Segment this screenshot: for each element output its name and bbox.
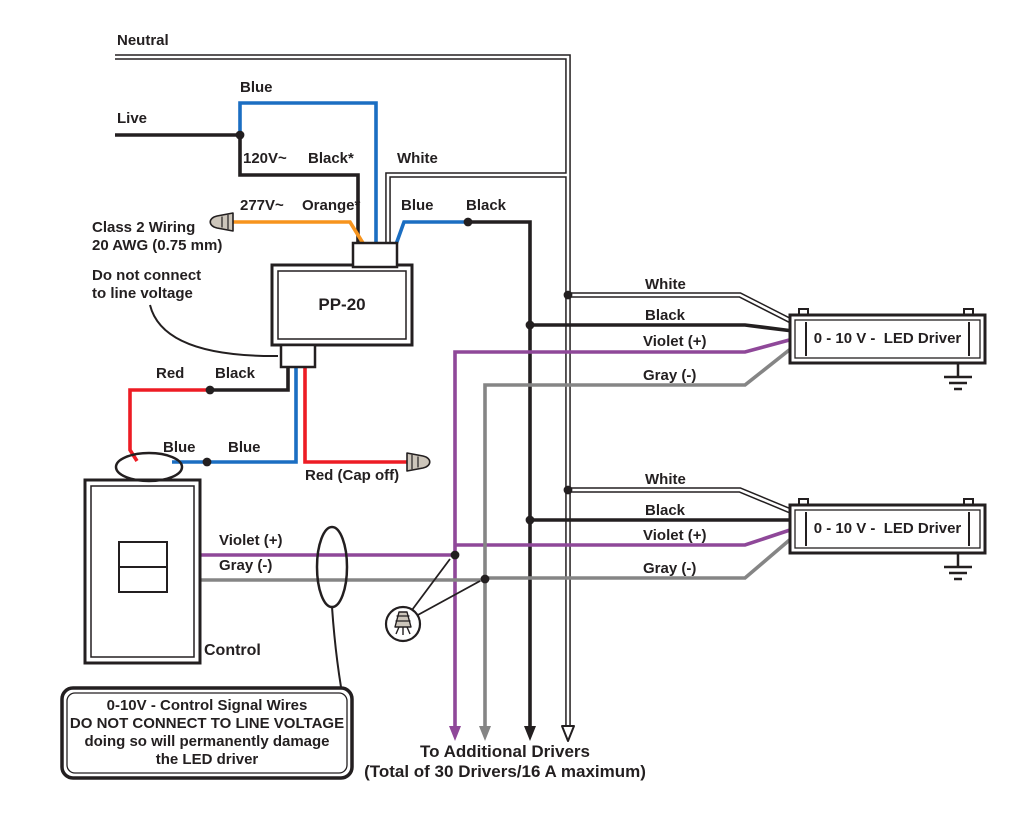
label-blue-left: Blue	[163, 439, 196, 456]
black-arrow	[524, 726, 536, 741]
down-arrowheads	[449, 725, 575, 742]
label-class2-3: Do not connect	[92, 267, 202, 284]
ground-symbol-2	[944, 553, 972, 581]
label-120v: 120V~	[243, 150, 287, 167]
warning-pointer-line	[331, 606, 342, 688]
warning-box	[60, 686, 354, 780]
label-orange-star: Orange*	[302, 197, 361, 214]
pp20-box	[270, 241, 414, 369]
label-d1-gray: Gray (-)	[643, 367, 697, 384]
orange-wire-cap-icon	[209, 212, 234, 232]
pp20-top-stub	[351, 241, 399, 269]
label-d2-white: White	[645, 471, 686, 488]
violet-wires	[200, 337, 794, 726]
label-d2-violet: Violet (+)	[643, 527, 707, 544]
warning-line-1: 0-10V - Control Signal Wires	[106, 697, 308, 714]
pp20-title: PP-20	[318, 295, 366, 314]
led-driver-2-box	[788, 498, 987, 555]
control-entry-ellipse	[114, 451, 184, 483]
pp20-bottom-stub	[279, 343, 317, 369]
label-neutral: Neutral	[117, 32, 169, 49]
label-blue-right: Blue	[228, 439, 261, 456]
control-box	[83, 478, 202, 665]
label-red-bottom: Red	[156, 365, 185, 382]
junction-dots	[202, 130, 573, 584]
warning-line-4: the LED driver	[155, 751, 259, 768]
label-class2-2: 20 AWG (0.75 mm)	[92, 237, 223, 254]
label-d1-violet: Violet (+)	[643, 333, 707, 350]
label-class2-4: to line voltage	[92, 285, 193, 302]
label-d2-gray: Gray (-)	[643, 560, 697, 577]
label-d1-white: White	[645, 276, 686, 293]
control-label: Control	[204, 642, 261, 659]
label-black-mid: Black	[466, 197, 507, 214]
class2-bundle-ellipse	[315, 525, 349, 609]
wire-nut-icon	[384, 558, 481, 643]
label-white-top: White	[397, 150, 438, 167]
led-driver-1-title: 0 - 10 V - LED Driver	[813, 330, 962, 347]
black-wires	[115, 133, 794, 726]
warning-line-2: DO NOT CONNECT TO LINE VOLTAGE	[69, 715, 345, 732]
label-d2-black: Black	[645, 502, 686, 519]
led-driver-2-title: 0 - 10 V - LED Driver	[813, 520, 962, 537]
red-cap-off-icon	[406, 452, 431, 472]
gray-arrow	[479, 726, 491, 741]
orange-wire	[230, 220, 368, 249]
white-arrow	[561, 725, 575, 742]
footer-line-2: (Total of 30 Drivers/16 A maximum)	[364, 762, 646, 781]
label-black-star: Black*	[308, 150, 354, 167]
label-violet-ctrl: Violet (+)	[219, 532, 283, 549]
pointer-lines	[149, 304, 342, 688]
label-class2-1: Class 2 Wiring	[92, 219, 196, 236]
label-live: Live	[117, 110, 148, 127]
label-277v: 277V~	[240, 197, 284, 214]
violet-arrow	[449, 726, 461, 741]
label-black-bottom: Black	[215, 365, 256, 382]
class2-pointer-line	[149, 304, 279, 358]
label-d1-black: Black	[645, 307, 686, 324]
blue-wires	[172, 101, 468, 464]
label-blue-top: Blue	[240, 79, 273, 96]
gray-wires	[200, 345, 795, 726]
white-wires	[115, 54, 795, 726]
ground-symbol-1	[944, 363, 972, 391]
warning-line-3: doing so will permanently damage	[84, 733, 330, 750]
label-gray-ctrl: Gray (-)	[219, 557, 273, 574]
led-driver-1-box	[788, 308, 987, 365]
label-blue-mid: Blue	[401, 197, 434, 214]
label-red-cap-off: Red (Cap off)	[305, 467, 400, 484]
footer-line-1: To Additional Drivers	[419, 742, 591, 761]
